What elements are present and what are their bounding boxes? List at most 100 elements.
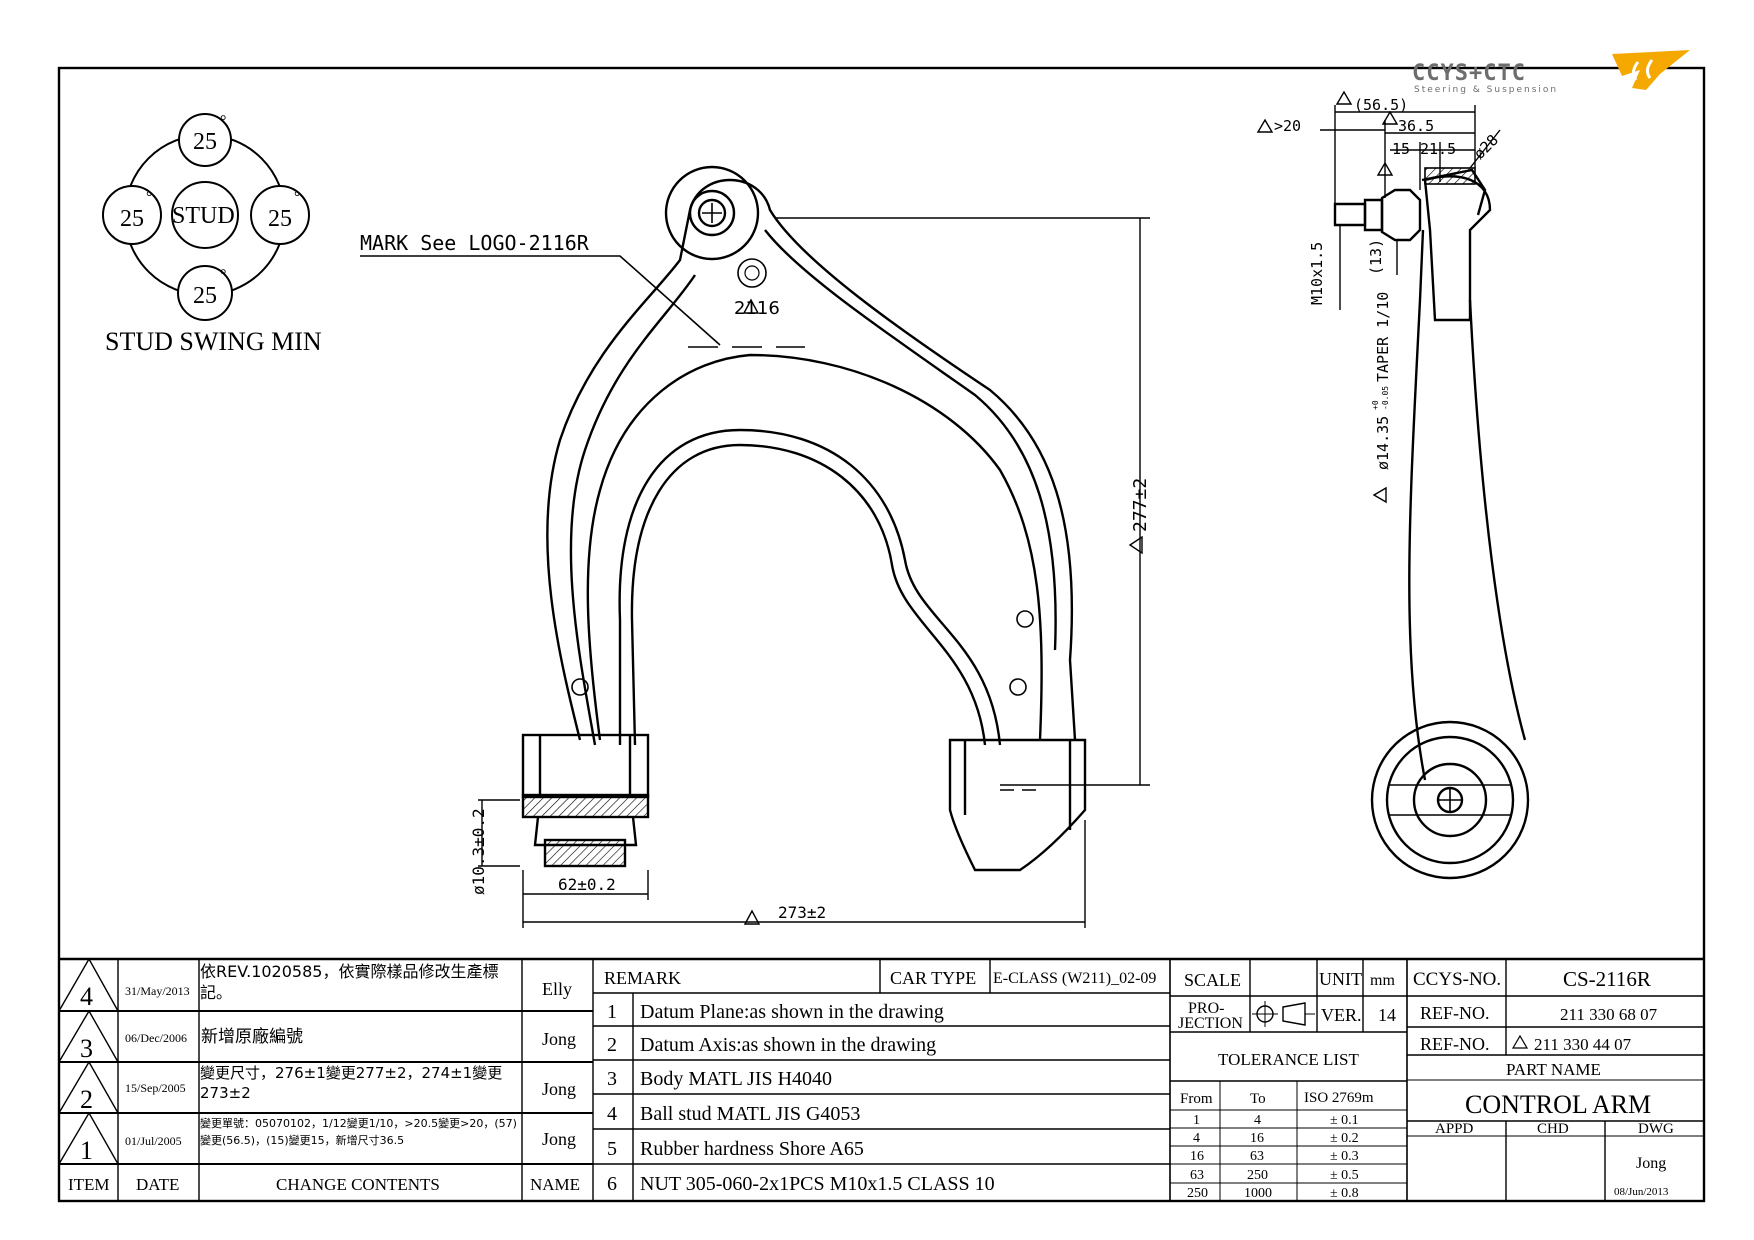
logo-mark [1612,50,1690,90]
ver-label: VER. [1321,1005,1362,1025]
tol-value: ± 0.1 [1330,1113,1359,1128]
ver-value: 14 [1378,1005,1396,1025]
rev-header-item: ITEM [68,1175,110,1194]
dim-36: 36.5 [1398,117,1434,135]
ref-label-1: REF-NO. [1420,1003,1490,1023]
dim-bush-dia: ø10.3±0.2 [469,808,488,895]
swing-deg-left: ° [146,189,152,206]
tolerance-rows: 1 4 ± 0.1 4 16 ± 0.2 16 63 ± 0.3 63 250 … [1187,1113,1359,1201]
company-logo: CCYS+CTC Steering & Suspension [1412,50,1690,95]
tol-from: 4 [1193,1131,1200,1146]
remark-text: Datum Axis:as shown in the drawing [640,1034,936,1056]
rev-content-1: 變更單號：05070102，1/12變更1/10，>20.5變更>20，(57)… [200,1117,517,1147]
tol-header-from: From [1180,1091,1213,1107]
tol-from: 1 [1193,1113,1200,1128]
rev-name: Jong [542,1129,576,1149]
remark-label: REMARK [604,968,681,988]
rev-name: Jong [542,1029,576,1049]
dwg-label: DWG [1638,1121,1674,1137]
taper-tol-plus: +0 [1371,400,1380,410]
remark-text: Rubber hardness Shore A65 [640,1138,864,1160]
tol-to: 16 [1250,1131,1264,1146]
unit-value: mm [1370,972,1395,989]
ref-number-2: 211 330 44 07 [1534,1035,1632,1054]
mark-note: MARK See LOGO-2116R [360,231,590,255]
tol-from: 250 [1187,1186,1208,1201]
dim-width: 273±2 [778,903,826,922]
tol-to: 4 [1254,1113,1261,1128]
part-name-label: PART NAME [1506,1060,1601,1079]
remark-text: NUT 305-060-2x1PCS M10x1.5 CLASS 10 [640,1173,995,1195]
tol-from: 16 [1190,1149,1204,1164]
mark-id: 2116 [734,298,780,319]
rev-header-date: DATE [136,1175,179,1194]
rev-date: 06/Dec/2006 [125,1031,187,1045]
tol-header-to: To [1250,1091,1266,1107]
rev-date: 31/May/2013 [125,984,190,998]
dim-height: 277±2 [1130,478,1151,532]
ccys-number: CS-2116R [1563,967,1651,991]
swing-deg-top: ° [220,113,226,130]
revision-row-4: 4 31/May/2013 Elly [80,979,572,1011]
dim-13: (13) [1367,239,1385,275]
control-arm-side-view [1333,167,1530,880]
dim-21: 21.5 [1420,140,1456,158]
tol-to: 63 [1250,1149,1264,1164]
logo-tagline: Steering & Suspension [1414,85,1558,95]
remark-no: 5 [607,1138,617,1160]
part-name: CONTROL ARM [1465,1090,1651,1119]
swing-right: 25 [268,206,292,232]
taper-diameter: ø14.35 [1374,416,1392,470]
swing-top: 25 [193,129,217,155]
rev-content-2: 變更尺寸，276±1變更277±2，274±1變更273±2 [200,1064,503,1102]
logo-text: CCYS+CTC [1412,61,1526,86]
car-type: E-CLASS (W211)_02-09 [993,970,1156,987]
control-arm-front-view [521,165,1087,872]
dim-15: 15 [1392,140,1410,158]
revision-row-1: 1 01/Jul/2005 Jong [80,1129,576,1165]
tol-from: 63 [1190,1168,1204,1183]
drawer-name: Jong [1636,1155,1666,1172]
ref-label-2: REF-NO. [1420,1034,1490,1054]
tol-header-iso: ISO 2769m [1304,1090,1374,1106]
drawing-frame [57,66,1706,1203]
tol-value: ± 0.3 [1330,1149,1359,1164]
dim-20: >20 [1274,117,1301,135]
remark-no: 1 [607,1001,617,1023]
swing-center: STUD [172,203,235,229]
remark-no: 2 [607,1034,617,1056]
tol-to: 1000 [1244,1186,1272,1201]
title-block [58,957,1704,1201]
remark-list: 1 Datum Plane:as shown in the drawing 2 … [607,1001,995,1195]
taper-ratio: TAPER 1/10 [1374,292,1392,382]
revision-row-2: 2 15/Sep/2005 Jong [80,1079,576,1114]
ccys-label: CCYS-NO. [1413,969,1501,990]
rev-item: 3 [80,1034,93,1063]
rev-header-name: NAME [530,1175,580,1194]
remark-no: 3 [607,1068,617,1090]
rev-content: 新增原廠編號 [201,1026,303,1047]
tol-value: ± 0.5 [1330,1168,1359,1183]
remark-text: Ball stud MATL JIS G4053 [640,1103,860,1125]
swing-deg-right: ° [294,189,300,206]
rev-name: Elly [542,979,572,999]
chd-label: CHD [1537,1121,1569,1137]
revision-row-3: 3 06/Dec/2006 Jong 新增原廠編號 [80,1026,576,1063]
rev-content-4: 依REV.1020585，依實際樣品修改生產標記。 [200,962,499,1002]
remark-text: Body MATL JIS H4040 [640,1068,832,1090]
ref-number-1: 211 330 68 07 [1560,1005,1658,1024]
dim-56: (56.5) [1354,96,1408,114]
rev-item: 4 [80,982,93,1011]
thread-size: M10x1.5 [1308,242,1326,305]
swing-left: 25 [120,206,144,232]
unit-label: UNIT [1319,969,1362,989]
remark-no: 4 [607,1103,617,1125]
dim-bush-width: 62±0.2 [558,875,616,894]
rev-header-content: CHANGE CONTENTS [276,1175,440,1194]
rev-date: 01/Jul/2005 [125,1134,182,1148]
projection-line1: PRO- [1188,1000,1224,1017]
remark-text: Datum Plane:as shown in the drawing [640,1001,944,1023]
stud-swing-diagram [102,113,310,321]
draw-date: 08/Jun/2013 [1614,1186,1669,1198]
